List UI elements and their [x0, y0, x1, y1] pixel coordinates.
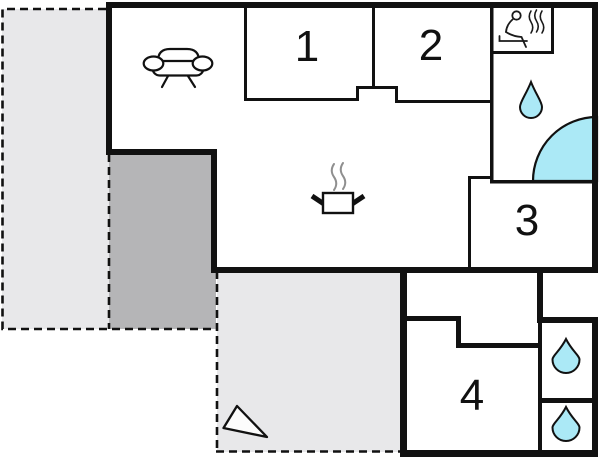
water-drops: [518, 79, 581, 442]
wall-room1-room2-divider: [372, 8, 375, 89]
sofa-icon: [142, 47, 214, 89]
covered-terrace-area: [109, 152, 216, 329]
room-2-label: 2: [418, 21, 444, 70]
wall-bottom: [400, 450, 598, 457]
wall-bathroom-left: [490, 8, 494, 183]
terrace-left-dashed-border: [1, 7, 217, 331]
wall-room3-top-step: [468, 176, 493, 179]
wall-step-horizontal: [106, 149, 217, 155]
water-drop-icon: [518, 79, 544, 119]
terrace-left-area: [2, 9, 109, 329]
room-3-label: 3: [514, 196, 540, 245]
wall-notch-top: [356, 86, 398, 89]
wall-room4-top-b: [456, 343, 541, 348]
wall-room1-bottom: [244, 98, 359, 101]
wall-room3-left: [468, 176, 471, 270]
wall-room1-left: [244, 8, 247, 100]
room-1-label: 1: [294, 22, 320, 71]
wall-room4-top-a: [403, 316, 461, 321]
terrace-dashed-borders: [1, 7, 403, 453]
wall-sauna-bottom: [490, 51, 554, 54]
building-walls: [106, 2, 598, 457]
wall-wc-top: [540, 317, 598, 323]
triangle-marker-icon: [222, 404, 269, 439]
wall-lower-left: [400, 267, 407, 456]
water-drop-icon: [551, 404, 581, 442]
steam-icon: [330, 162, 347, 191]
wall-wc-right: [592, 317, 598, 457]
wall-covered-area-right: [211, 149, 217, 273]
wall-room4-jog: [456, 316, 461, 348]
wall-top: [106, 2, 598, 8]
wall-room2-bottom: [395, 100, 492, 103]
wall-bathroom-bottom: [490, 180, 598, 184]
room-4-label: 4: [459, 371, 485, 420]
wall-wc-divider: [540, 398, 598, 403]
cooking-pot-icon: [310, 162, 366, 215]
sauna-person-icon: [498, 9, 545, 48]
wall-notch-left: [356, 86, 359, 101]
wall-notch-right: [395, 86, 398, 103]
wall-right-upper: [592, 2, 598, 273]
wall-jog: [537, 267, 543, 323]
water-drop-icon: [551, 336, 581, 374]
wall-sauna-right: [551, 8, 554, 54]
wall-left-upper: [106, 2, 112, 155]
corner-bathtub-icon: [531, 115, 599, 183]
outdoor-areas: [2, 9, 403, 452]
sauna-steam-icon: [528, 9, 545, 34]
wall-room4-wc-divider: [538, 323, 542, 456]
pot-body: [321, 191, 355, 215]
